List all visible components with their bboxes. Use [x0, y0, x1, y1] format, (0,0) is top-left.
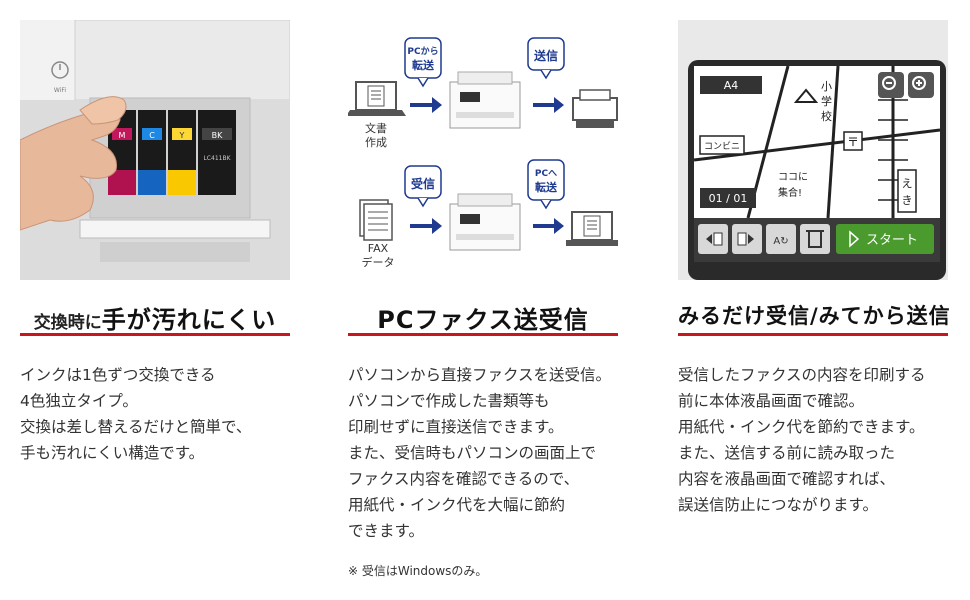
- body-preview: 受信したファクスの内容を印刷する 前に本体液晶画面で確認。 用紙代・インク代を節…: [678, 362, 958, 518]
- svg-text:コンビニ: コンビニ: [704, 141, 740, 152]
- heading-ink-prefix: 交換時に: [33, 313, 102, 333]
- text-line: 用紙代・インク代を節約できます。: [678, 418, 925, 436]
- text-line: パソコンで作成した書類等も: [348, 392, 550, 410]
- heading-preview: みるだけ受信/みてから送信: [678, 300, 951, 336]
- svg-text:送信: 送信: [533, 48, 558, 63]
- text-line: 4色独立タイプ。: [20, 392, 138, 410]
- text-line: 印刷せずに直接送信できます。: [348, 418, 564, 436]
- cartridge-yellow: Y: [168, 110, 196, 195]
- text-line: また、送信する前に読み取った: [678, 444, 896, 462]
- wifi-label: WiFi: [54, 87, 66, 94]
- text-line: ファクス内容を確認できるので、: [348, 470, 580, 488]
- power-icon: [51, 61, 69, 79]
- text-line: できます。: [348, 522, 424, 540]
- text-line: 受信したファクスの内容を印刷する: [678, 366, 926, 384]
- heading-preview-main: みるだけ受信/みてから送信: [678, 304, 951, 328]
- ink-cartridge-photo: WiFi M C Y BK: [20, 20, 290, 280]
- speech-bubble-receive: 受信: [404, 165, 442, 208]
- rotate-button[interactable]: A↻: [766, 224, 796, 254]
- svg-text:学: 学: [821, 94, 832, 108]
- svg-text:01 / 01: 01 / 01: [709, 192, 748, 205]
- cartridge-magenta: M: [108, 110, 136, 195]
- cartridge-cyan: C: [138, 110, 166, 195]
- svg-text:PCから: PCから: [407, 46, 438, 57]
- fax-source-label: データ: [362, 255, 395, 269]
- windows-only-note: ※ 受信はWindowsのみ。: [348, 564, 488, 578]
- speech-bubble-send: 送信: [527, 37, 565, 80]
- next-page-button[interactable]: [732, 224, 762, 254]
- text-line: 交換は差し替えるだけと簡単で、: [20, 418, 252, 436]
- page-counter: 01 / 01: [700, 188, 756, 208]
- start-button[interactable]: スタート: [836, 224, 934, 254]
- body-ink: インクは1色ずつ交換できる 4色独立タイプ。 交換は差し替えるだけと簡単で、 手…: [20, 362, 300, 466]
- svg-text:A4: A4: [724, 79, 739, 92]
- svg-text:校: 校: [821, 109, 832, 123]
- printer-icon: [449, 71, 521, 129]
- fax-source-label: FAX: [368, 242, 389, 255]
- zoom-out-icon[interactable]: [878, 72, 904, 98]
- zoom-in-icon[interactable]: [908, 72, 934, 98]
- paper-size-label: A4: [700, 76, 762, 94]
- heading-pcfax: PCファクス送受信: [348, 300, 618, 336]
- text-line: 前に本体液晶画面で確認。: [678, 392, 865, 410]
- text-line: また、受信時もパソコンの画面上で: [348, 444, 597, 462]
- svg-text:転送: 転送: [535, 180, 558, 194]
- svg-text:き: き: [902, 194, 913, 207]
- map-post-office-label: 〒: [843, 131, 863, 151]
- trash-icon[interactable]: [800, 224, 830, 254]
- doc-source-label: 作成: [365, 136, 387, 149]
- svg-text:M: M: [119, 131, 126, 140]
- svg-text:C: C: [149, 131, 155, 140]
- heading-ink-main: 手が汚れにくい: [101, 306, 277, 334]
- doc-source-label: 文書: [365, 121, 387, 135]
- svg-text:受信: 受信: [411, 176, 435, 191]
- heading-pcfax-main: PCファクス送受信: [377, 306, 589, 334]
- lcd-screen-photo: A4 小 学 校 コンビニ: [678, 20, 948, 280]
- fax-machine-icon: [572, 89, 618, 128]
- svg-text:スタート: スタート: [866, 233, 918, 248]
- text-line: 誤送信防止につながります。: [678, 496, 878, 514]
- svg-text:PCへ: PCへ: [535, 169, 557, 179]
- text-line: 用紙代・インク代を大幅に節約: [348, 496, 566, 514]
- svg-text:え: え: [902, 177, 913, 190]
- heading-ink: 交換時に手が汚れにくい: [20, 300, 290, 336]
- svg-text:ココに: ココに: [778, 171, 808, 183]
- svg-text:Y: Y: [179, 131, 185, 140]
- svg-text:LC411BK: LC411BK: [203, 155, 231, 162]
- map-station-label: え き: [897, 169, 917, 213]
- text-line: 手も汚れにくい構造です。: [20, 444, 205, 462]
- pcfax-diagram: 文書 作成 PCから 転送 送信: [348, 20, 618, 280]
- svg-text:〒: 〒: [847, 135, 859, 149]
- svg-text:集合!: 集合!: [778, 186, 802, 199]
- text-line: インクは1色ずつ交換できる: [20, 366, 216, 384]
- svg-text:転送: 転送: [412, 58, 435, 72]
- svg-text:小: 小: [821, 80, 832, 93]
- map-meeting-label: ココに 集合!: [778, 171, 808, 199]
- map-school-label: 小 学 校: [793, 80, 832, 123]
- fax-document-icon: [359, 199, 393, 241]
- map-store-label: コンビニ: [699, 135, 745, 155]
- text-line: 内容を液晶画面で確認すれば、: [678, 470, 896, 488]
- svg-text:A↻: A↻: [773, 236, 788, 247]
- body-pcfax: パソコンから直接ファクスを送受信。 パソコンで作成した書類等も 印刷せずに直接送…: [348, 362, 628, 544]
- prev-page-button[interactable]: [698, 224, 728, 254]
- svg-text:BK: BK: [212, 131, 223, 140]
- laptop-icon: [566, 211, 618, 246]
- cartridge-black: BK LC411BK: [198, 110, 236, 195]
- speech-bubble-pc-send: PCから 転送: [404, 37, 442, 88]
- text-line: パソコンから直接ファクスを送受信。: [348, 366, 612, 384]
- speech-bubble-pc-receive: PCへ 転送: [527, 159, 565, 210]
- printer-icon: [449, 193, 521, 251]
- laptop-icon: [348, 81, 406, 116]
